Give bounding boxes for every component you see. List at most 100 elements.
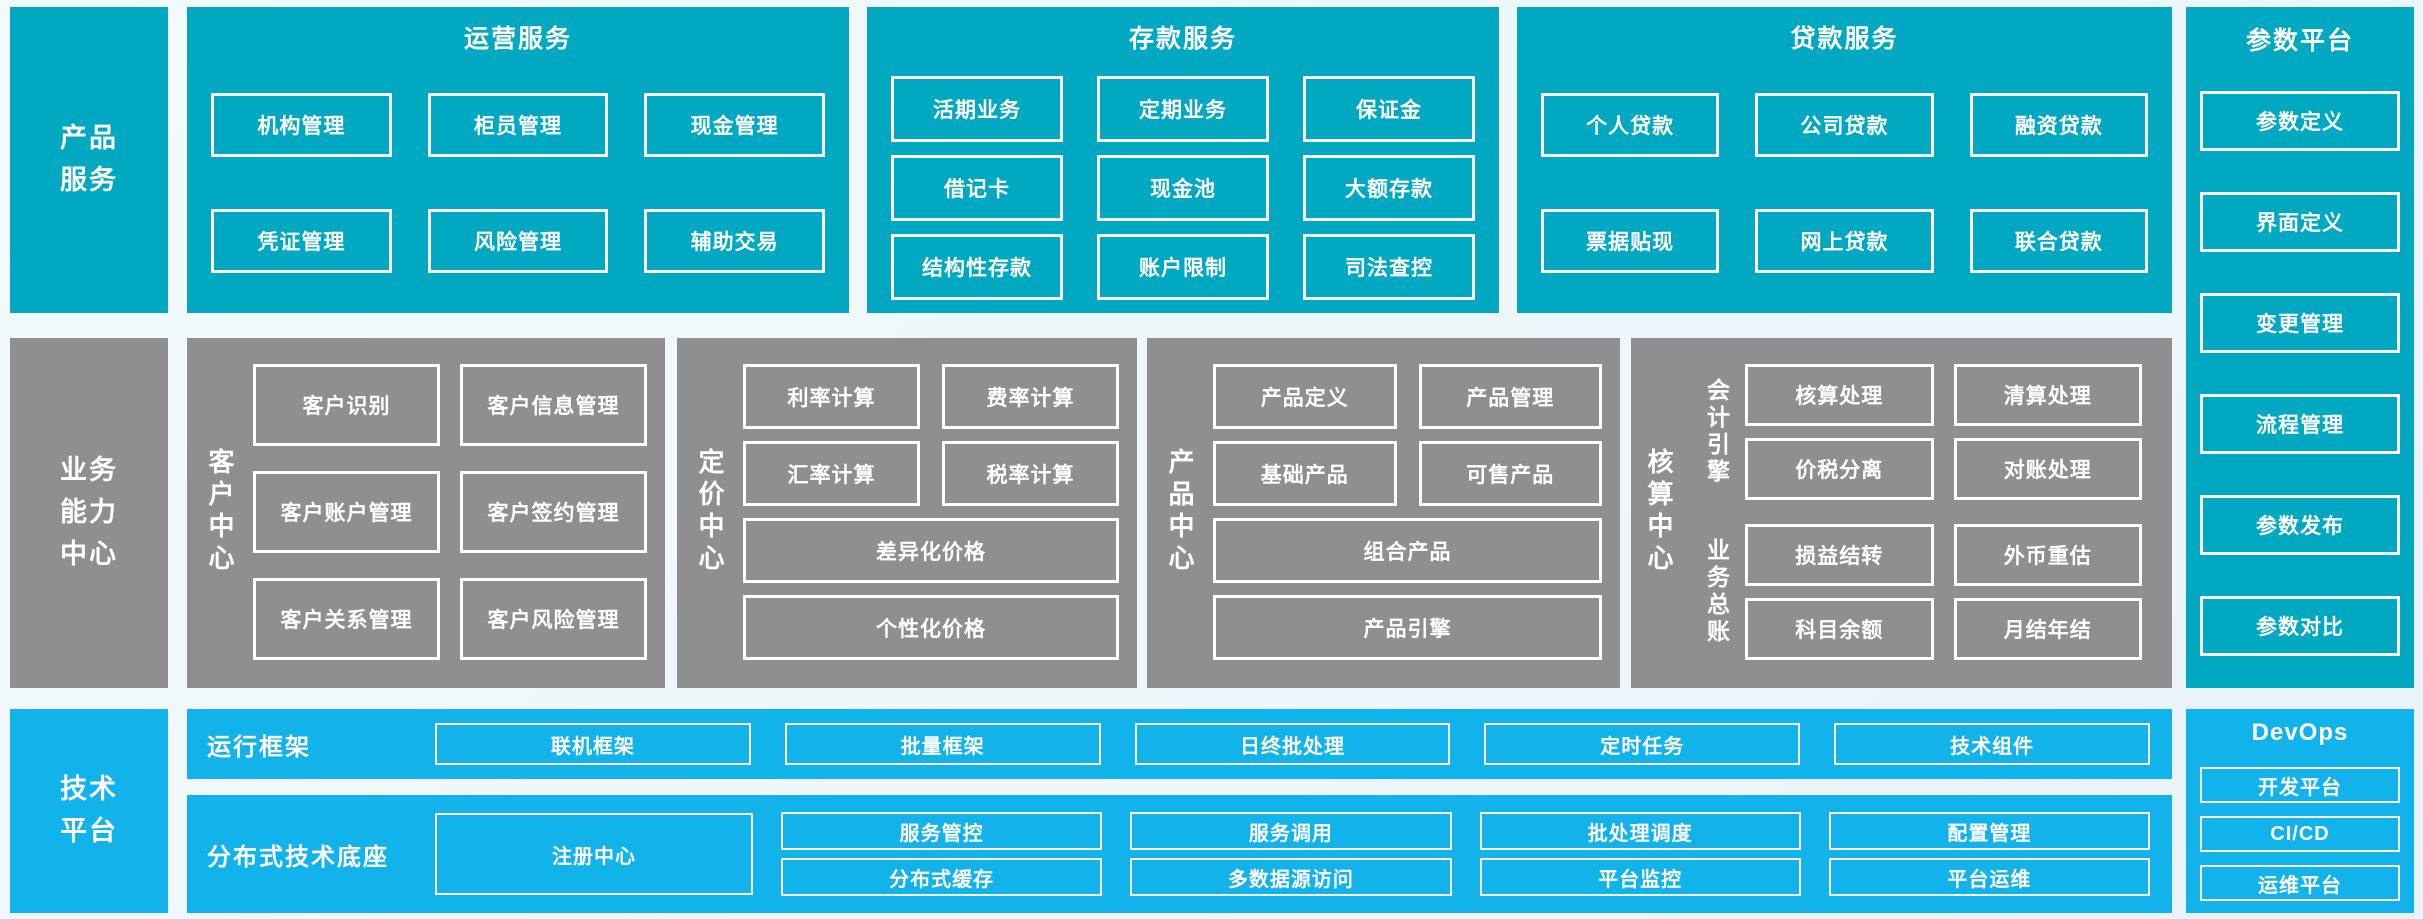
operations-grid: 机构管理 柜员管理 现金管理 凭证管理 风险管理 辅助交易 <box>211 93 825 273</box>
devops-boxes: 开发平台 CI/CD 运维平台 <box>2200 767 2400 901</box>
service-box: 辅助交易 <box>644 209 825 273</box>
tech-box: 开发平台 <box>2200 767 2400 803</box>
service-box: 大额存款 <box>1303 155 1475 221</box>
section-loan-services: 贷款服务 个人贷款 公司贷款 融资贷款 票据贴现 网上贷款 联合贷款 <box>1517 7 2172 313</box>
vertical-label-wrap: 业务总账 <box>1687 524 1745 660</box>
capability-box-wide: 组合产品 <box>1213 518 1602 583</box>
rail-business-capability-label: 业务 能力 中心 <box>60 455 118 569</box>
distributed-pair-column: 服务调用 多数据源访问 <box>1130 812 1452 896</box>
service-box: 借记卡 <box>891 155 1063 221</box>
service-box: 联合贷款 <box>1969 209 2148 273</box>
capability-box-wide: 产品引擎 <box>1213 595 1602 660</box>
business-ledger-group: 业务总账 损益结转 外币重估 科目余额 月结年结 <box>1687 524 2142 660</box>
capability-box: 费率计算 <box>942 364 1119 429</box>
capability-box: 税率计算 <box>942 441 1119 506</box>
loan-grid: 个人贷款 公司贷款 融资贷款 票据贴现 网上贷款 联合贷款 <box>1541 93 2148 273</box>
capability-box: 产品管理 <box>1418 364 1602 429</box>
vertical-label-wrap: 产品中心 <box>1147 364 1213 660</box>
tech-box: 平台运维 <box>1828 858 2150 896</box>
section-title: 运营服务 <box>463 25 572 53</box>
section-customer-center: 客户中心 客户识别 客户信息管理 客户账户管理 客户签约管理 客户关系管理 客户… <box>187 338 665 688</box>
accounting-center-label: 核算中心 <box>1644 448 1674 576</box>
tech-box: 多数据源访问 <box>1130 858 1452 896</box>
capability-box: 利率计算 <box>743 364 920 429</box>
tech-box: 分布式缓存 <box>781 858 1103 896</box>
capability-box: 客户风险管理 <box>460 578 647 660</box>
capability-box: 客户账户管理 <box>253 471 440 553</box>
tech-box: 联机框架 <box>435 723 751 765</box>
service-box: 票据贴现 <box>1541 209 1720 273</box>
service-box: 变更管理 <box>2200 293 2400 353</box>
devops-title: DevOps <box>2251 719 2349 746</box>
service-box: 定期业务 <box>1097 76 1269 142</box>
rail-tech-platform-label: 技术 平台 <box>60 774 118 846</box>
section-title: 参数平台 <box>2245 27 2354 55</box>
pricing-grid: 利率计算 费率计算 汇率计算 税率计算 差异化价格 个性化价格 <box>743 364 1119 660</box>
runtime-cells: 联机框架 批量框架 日终批处理 定时任务 技术组件 <box>435 723 2150 765</box>
pricing-center-label: 定价中心 <box>695 448 725 576</box>
section-title: 存款服务 <box>1128 25 1237 53</box>
band-distributed-base: 分布式技术底座 注册中心 服务管控 分布式缓存 服务调用 多数据源访问 批处理调… <box>187 795 2172 913</box>
service-box: 参数对比 <box>2200 596 2400 656</box>
capability-box: 损益结转 <box>1745 524 1934 586</box>
service-box: 流程管理 <box>2200 394 2400 454</box>
section-title: 贷款服务 <box>1790 25 1899 53</box>
section-product-center: 产品中心 产品定义 产品管理 基础产品 可售产品 组合产品 产品引擎 <box>1147 338 1620 688</box>
service-box: 参数发布 <box>2200 495 2400 555</box>
accounting-engine-group: 会计引擎 核算处理 清算处理 价税分离 对账处理 <box>1687 364 2142 500</box>
capability-box: 核算处理 <box>1745 364 1934 426</box>
business-ledger-grid: 损益结转 外币重估 科目余额 月结年结 <box>1745 524 2142 660</box>
capability-box: 客户签约管理 <box>460 471 647 553</box>
service-box: 公司贷款 <box>1755 93 1934 157</box>
tech-box: 服务调用 <box>1130 812 1452 850</box>
accounting-engine-label: 会计引擎 <box>1703 378 1730 486</box>
service-box: 个人贷款 <box>1541 93 1720 157</box>
vertical-label-wrap: 会计引擎 <box>1687 364 1745 500</box>
tech-box: CI/CD <box>2200 816 2400 852</box>
customer-grid: 客户识别 客户信息管理 客户账户管理 客户签约管理 客户关系管理 客户风险管理 <box>253 364 647 660</box>
runtime-framework-label: 运行框架 <box>207 733 311 761</box>
capability-box: 客户识别 <box>253 364 440 446</box>
service-box: 柜员管理 <box>427 93 609 157</box>
registry-center-box: 注册中心 <box>435 813 753 895</box>
service-box: 活期业务 <box>891 76 1063 142</box>
band-runtime-framework: 运行框架 联机框架 批量框架 日终批处理 定时任务 技术组件 <box>187 709 2172 779</box>
service-box: 结构性存款 <box>891 234 1063 300</box>
capability-box-wide: 个性化价格 <box>743 595 1119 660</box>
capability-box-wide: 差异化价格 <box>743 518 1119 583</box>
distributed-base-label: 分布式技术底座 <box>207 843 389 871</box>
section-deposit-services: 存款服务 活期业务 定期业务 保证金 借记卡 现金池 大额存款 结构性存款 账户… <box>867 7 1499 313</box>
service-box: 机构管理 <box>211 93 392 157</box>
tech-box: 定时任务 <box>1484 723 1801 765</box>
section-pricing-center: 定价中心 利率计算 费率计算 汇率计算 税率计算 差异化价格 个性化价格 <box>677 338 1137 688</box>
tech-box: 服务管控 <box>781 812 1103 850</box>
tech-box: 批量框架 <box>784 723 1101 765</box>
vertical-label-wrap: 客户中心 <box>187 364 253 660</box>
service-box: 账户限制 <box>1097 234 1269 300</box>
capability-box: 客户信息管理 <box>460 364 647 446</box>
section-devops: DevOps 开发平台 CI/CD 运维平台 <box>2186 709 2414 913</box>
service-box: 凭证管理 <box>211 209 392 273</box>
service-box: 现金池 <box>1097 155 1269 221</box>
rail-tech-platform: 技术 平台 <box>10 709 168 913</box>
service-box: 参数定义 <box>2200 91 2400 151</box>
distributed-pair-column: 配置管理 平台运维 <box>1828 812 2150 896</box>
vertical-label-wrap: 核算中心 <box>1631 364 1687 660</box>
capability-box: 汇率计算 <box>743 441 920 506</box>
distributed-cells: 注册中心 服务管控 分布式缓存 服务调用 多数据源访问 批处理调度 平台监控 配… <box>435 812 2150 896</box>
rail-product-services-label: 产品 服务 <box>60 123 118 195</box>
section-parameter-platform: 参数平台 参数定义 界面定义 变更管理 流程管理 参数发布 参数对比 <box>2186 7 2414 688</box>
service-box: 司法查控 <box>1303 234 1475 300</box>
business-ledger-label: 业务总账 <box>1703 538 1730 646</box>
tech-box: 配置管理 <box>1828 812 2150 850</box>
capability-box: 可售产品 <box>1418 441 1602 506</box>
service-box: 界面定义 <box>2200 192 2400 252</box>
capability-box: 月结年结 <box>1953 598 2142 660</box>
capability-box: 价税分离 <box>1745 438 1934 500</box>
service-box: 保证金 <box>1303 76 1475 142</box>
capability-box: 产品定义 <box>1213 364 1397 429</box>
distributed-pair-column: 批处理调度 平台监控 <box>1479 812 1801 896</box>
rail-business-capability: 业务 能力 中心 <box>10 338 168 688</box>
customer-center-label: 客户中心 <box>205 448 235 576</box>
